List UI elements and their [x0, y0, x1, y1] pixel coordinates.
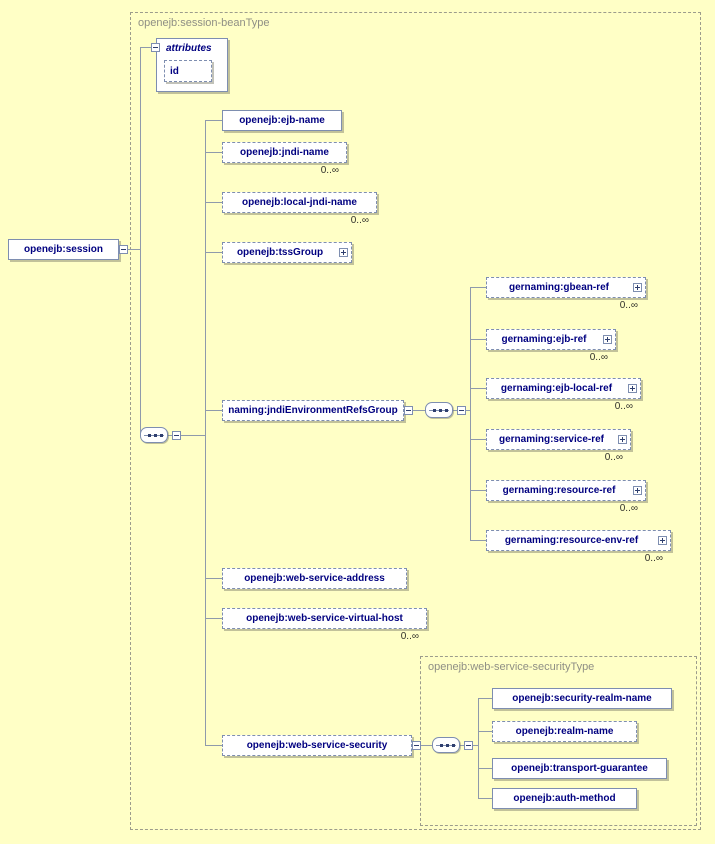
element-gernaming-ejb-ref[interactable]: gernaming:ejb-ref: [486, 329, 616, 350]
connector-line: [205, 120, 222, 121]
connector-line: [470, 388, 486, 389]
sequence-icon-jndi-env-refs[interactable]: [425, 402, 453, 418]
group-label: naming:jndiEnvironmentRefsGroup: [228, 405, 398, 416]
connector-line: [205, 745, 222, 746]
web-service-security-type-label: openejb:web-service-securityType: [428, 661, 595, 673]
connector-line: [478, 698, 479, 798]
element-gernaming-resource-env-ref[interactable]: gernaming:resource-env-ref: [486, 530, 671, 551]
element-openejb-web-service-security[interactable]: openejb:web-service-security: [222, 735, 412, 756]
attribute-id[interactable]: id: [164, 60, 212, 82]
connector-line: [470, 339, 486, 340]
cardinality-label: 0..∞: [619, 300, 638, 311]
group-naming-jndiEnvironmentRefsGroup[interactable]: naming:jndiEnvironmentRefsGroup: [222, 400, 404, 421]
sequence-icon-web-service-security[interactable]: [432, 737, 460, 753]
collapse-icon-main-sequence[interactable]: [172, 431, 181, 440]
session-bean-type-frame: [130, 12, 701, 830]
session-bean-type-label: openejb:session-beanType: [138, 17, 270, 29]
group-label: openejb:tssGroup: [236, 247, 324, 258]
element-label: openejb:web-service-address: [244, 573, 385, 584]
expand-icon[interactable]: [618, 435, 627, 444]
element-gernaming-service-ref[interactable]: gernaming:service-ref: [486, 429, 631, 450]
connector-line: [205, 252, 222, 253]
connector-line: [478, 768, 492, 769]
collapse-icon-session[interactable]: [119, 245, 128, 254]
sequence-icon-main[interactable]: [140, 427, 168, 443]
element-label: gernaming:resource-ref: [502, 485, 616, 496]
group-openejb-tssGroup[interactable]: openejb:tssGroup: [222, 242, 352, 263]
connector-line: [140, 47, 156, 48]
expand-icon[interactable]: [603, 335, 612, 344]
element-openejb-transport-guarantee[interactable]: openejb:transport-guarantee: [492, 758, 667, 779]
connector-line: [470, 490, 486, 491]
cardinality-label: 0..∞: [589, 352, 608, 363]
cardinality-label: 0..∞: [644, 553, 663, 564]
expand-icon[interactable]: [633, 283, 642, 292]
expand-icon[interactable]: [339, 248, 348, 257]
element-label: openejb:auth-method: [513, 793, 616, 804]
connector-line: [205, 618, 222, 619]
cardinality-label: 0..∞: [320, 165, 339, 176]
element-label: gernaming:gbean-ref: [508, 282, 609, 293]
connector-line: [205, 152, 222, 153]
element-openejb-security-realm-name[interactable]: openejb:security-realm-name: [492, 688, 672, 709]
element-openejb-jndi-name[interactable]: openejb:jndi-name: [222, 142, 347, 163]
connector-line: [205, 578, 222, 579]
collapse-icon-attributes[interactable]: [151, 43, 160, 52]
element-label: gernaming:ejb-local-ref: [500, 383, 613, 394]
connector-line: [478, 731, 492, 732]
expand-icon[interactable]: [658, 536, 667, 545]
connector-line: [478, 698, 492, 699]
element-label: openejb:web-service-security: [246, 740, 388, 751]
cardinality-label: 0..∞: [400, 631, 419, 642]
element-label: gernaming:service-ref: [498, 434, 605, 445]
cardinality-label: 0..∞: [619, 503, 638, 514]
connector-line: [140, 47, 141, 435]
element-openejb-realm-name[interactable]: openejb:realm-name: [492, 721, 637, 742]
element-label: gernaming:resource-env-ref: [504, 535, 639, 546]
element-label: openejb:jndi-name: [240, 147, 329, 158]
connector-line: [205, 202, 222, 203]
element-label: openejb:web-service-virtual-host: [246, 613, 403, 624]
expand-icon[interactable]: [628, 384, 637, 393]
connector-line: [470, 287, 486, 288]
element-gernaming-resource-ref[interactable]: gernaming:resource-ref: [486, 480, 646, 501]
element-openejb-session[interactable]: openejb:session: [8, 239, 119, 260]
element-label: openejb:security-realm-name: [512, 693, 652, 704]
element-gernaming-ejb-local-ref[interactable]: gernaming:ejb-local-ref: [486, 378, 641, 399]
cardinality-label: 0..∞: [350, 215, 369, 226]
cardinality-label: 0..∞: [614, 401, 633, 412]
collapse-icon-web-service-security-sequence[interactable]: [464, 741, 473, 750]
connector-line: [205, 120, 206, 745]
element-openejb-web-service-virtual-host[interactable]: openejb:web-service-virtual-host: [222, 608, 427, 629]
expand-icon[interactable]: [633, 486, 642, 495]
connector-line: [478, 798, 492, 799]
element-label: gernaming:ejb-ref: [501, 334, 587, 345]
attributes-title: attributes: [166, 43, 212, 54]
element-openejb-local-jndi-name[interactable]: openejb:local-jndi-name: [222, 192, 377, 213]
connector-line: [119, 249, 140, 250]
element-label: openejb:realm-name: [515, 726, 614, 737]
element-label: openejb:transport-guarantee: [511, 763, 648, 774]
element-label: openejb:session: [24, 244, 103, 255]
attribute-label: id: [170, 65, 179, 77]
element-label: openejb:local-jndi-name: [241, 197, 357, 208]
connector-line: [470, 287, 471, 540]
element-label: openejb:ejb-name: [239, 115, 325, 126]
connector-line: [470, 540, 486, 541]
connector-line: [470, 439, 486, 440]
element-openejb-ejb-name[interactable]: openejb:ejb-name: [222, 110, 342, 131]
cardinality-label: 0..∞: [604, 452, 623, 463]
element-openejb-web-service-address[interactable]: openejb:web-service-address: [222, 568, 407, 589]
collapse-icon-web-service-security[interactable]: [412, 741, 421, 750]
element-gernaming-gbean-ref[interactable]: gernaming:gbean-ref: [486, 277, 646, 298]
collapse-icon-jndi-env-refs-sequence[interactable]: [457, 406, 466, 415]
element-openejb-auth-method[interactable]: openejb:auth-method: [492, 788, 637, 809]
connector-line: [205, 410, 222, 411]
collapse-icon-jndi-env-refs-group[interactable]: [404, 406, 413, 415]
